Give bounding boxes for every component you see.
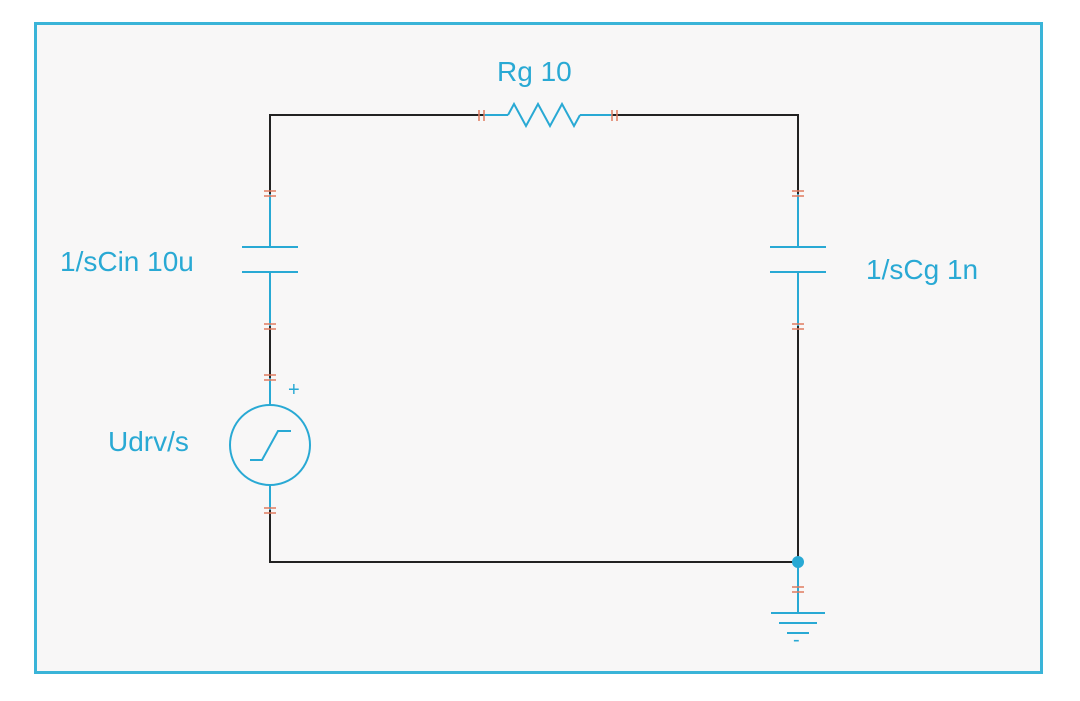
pin-cg-bottom xyxy=(792,323,804,330)
pin-source-top xyxy=(264,374,276,381)
ground-icon xyxy=(771,562,825,634)
pin-cg-top xyxy=(792,190,804,197)
cap-g-value: 1n xyxy=(946,254,979,285)
wire-top-left xyxy=(269,114,484,194)
junction-dot xyxy=(792,556,804,568)
wire-top-right xyxy=(612,114,799,194)
cap-in-value: 10u xyxy=(147,246,194,277)
schematic-frame xyxy=(34,22,1043,674)
capacitor-cin[interactable] xyxy=(242,194,298,326)
resistor-value: 10 xyxy=(540,56,572,87)
capacitor-cg[interactable] xyxy=(770,194,826,326)
step-source-icon[interactable] xyxy=(229,378,311,510)
pin-source-bottom xyxy=(264,507,276,514)
resistor-name: Rg xyxy=(497,56,533,87)
pin-cin-bottom xyxy=(264,323,276,330)
pin-rg-right xyxy=(611,110,618,121)
cap-g-name: 1/sCg xyxy=(866,254,940,285)
wire-bottom xyxy=(269,510,798,563)
wires xyxy=(269,114,799,563)
cap-in-name: 1/sCin xyxy=(60,246,140,277)
pin-cin-top xyxy=(264,190,276,197)
source-plus-sign: + xyxy=(288,379,300,401)
cap-g-label: 1/sCg 1n xyxy=(866,256,978,284)
source-label: Udrv/s xyxy=(108,426,189,457)
resistor-label: Rg 10 xyxy=(497,58,572,86)
pin-rg-left xyxy=(478,110,485,121)
resistor-rg[interactable] xyxy=(484,101,612,129)
pin-ground xyxy=(792,586,804,593)
pin-markers xyxy=(264,110,804,593)
ground-minus-sign: - xyxy=(793,629,800,651)
cap-in-label: 1/sCin 10u xyxy=(60,248,194,276)
